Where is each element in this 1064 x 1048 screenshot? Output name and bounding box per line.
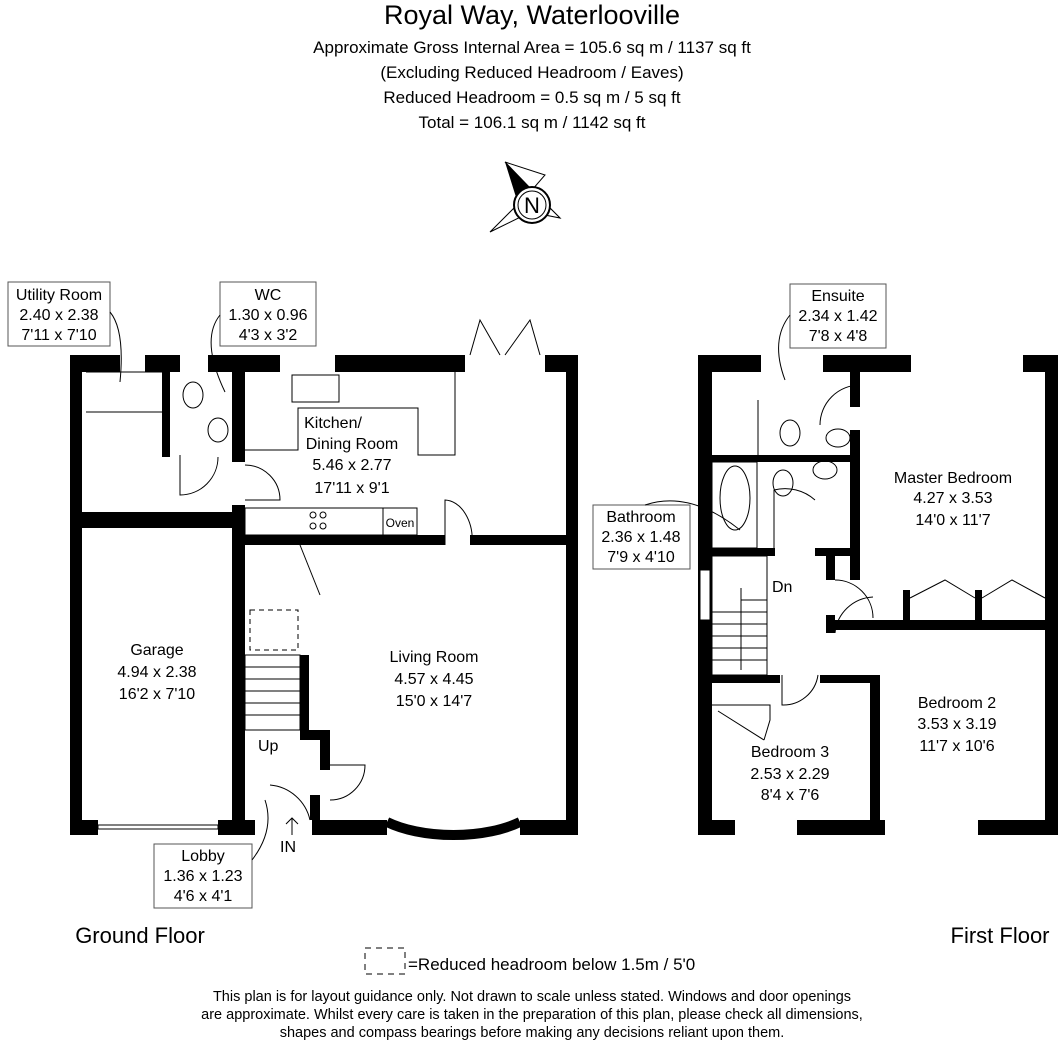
entrance-label: IN xyxy=(280,839,296,856)
svg-text:WC: WC xyxy=(255,287,282,304)
svg-text:3.53 x 3.19: 3.53 x 3.19 xyxy=(917,716,996,733)
lobby-label: Lobby 1.36 x 1.23 4'6 x 4'1 xyxy=(153,799,269,909)
first-floor-walls xyxy=(698,355,1058,835)
compass-label: N xyxy=(524,193,540,218)
bathroom-basin xyxy=(812,460,838,480)
svg-text:Bathroom: Bathroom xyxy=(606,509,675,526)
staircase xyxy=(244,654,301,731)
wc-basin xyxy=(207,417,229,443)
reduced-headroom-area: Reduced Headroom = 0.5 sq m / 5 sq ft xyxy=(383,88,681,107)
svg-text:4.57 x 4.45: 4.57 x 4.45 xyxy=(394,671,473,688)
entrance-arrow xyxy=(285,817,299,835)
ensuite-toilet xyxy=(779,419,801,447)
front-door xyxy=(269,784,311,821)
bedroom-3-label: Bedroom 3 2.53 x 2.29 8'4 x 7'6 xyxy=(750,744,829,804)
svg-text:4'3 x 3'2: 4'3 x 3'2 xyxy=(239,327,298,344)
property-title: Royal Way, Waterlooville xyxy=(383,0,681,30)
svg-text:2.36 x 1.48: 2.36 x 1.48 xyxy=(601,529,680,546)
svg-text:Kitchen/: Kitchen/ xyxy=(304,415,362,432)
svg-text:8'4 x 7'6: 8'4 x 7'6 xyxy=(761,787,820,804)
kitchen-sink xyxy=(291,374,340,403)
svg-text:2.53 x 2.29: 2.53 x 2.29 xyxy=(750,766,829,783)
master-bedroom-label: Master Bedroom 4.27 x 3.53 14'0 x 11'7 xyxy=(894,470,1012,529)
compass-north-icon: N xyxy=(489,161,562,233)
svg-text:4.27 x 3.53: 4.27 x 3.53 xyxy=(913,490,992,507)
ensuite-label: Ensuite 2.34 x 1.42 7'8 x 4'8 xyxy=(778,283,887,381)
excluding-note: (Excluding Reduced Headroom / Eaves) xyxy=(380,63,684,82)
svg-text:17'11 x 9'1: 17'11 x 9'1 xyxy=(314,480,389,497)
disclaimer-line-1: This plan is for layout guidance only. N… xyxy=(212,989,852,1005)
svg-text:Utility Room: Utility Room xyxy=(16,287,102,304)
svg-text:Master Bedroom: Master Bedroom xyxy=(894,470,1012,487)
ground-floor-label: Ground Floor xyxy=(75,923,205,948)
first-floor-fixtures xyxy=(711,384,1046,741)
oven-label: Oven xyxy=(386,516,415,530)
bathroom-toilet xyxy=(772,469,794,497)
svg-text:4'6 x 4'1: 4'6 x 4'1 xyxy=(174,888,233,905)
svg-text:Living Room: Living Room xyxy=(390,649,479,666)
svg-text:11'7 x 10'6: 11'7 x 10'6 xyxy=(919,738,994,755)
first-floor-label: First Floor xyxy=(951,923,1050,948)
bathroom-label: Bathroom 2.36 x 1.48 7'9 x 4'10 xyxy=(592,500,741,570)
reduced-headroom-area xyxy=(249,609,299,651)
bath xyxy=(719,465,751,531)
svg-text:2.40 x 2.38: 2.40 x 2.38 xyxy=(19,307,98,324)
svg-text:Ensuite: Ensuite xyxy=(811,288,864,305)
svg-text:Bedroom 2: Bedroom 2 xyxy=(918,695,996,712)
stairs-down-label: Dn xyxy=(772,579,792,596)
french-doors xyxy=(469,318,541,356)
gross-area: Approximate Gross Internal Area = 105.6 … xyxy=(313,38,751,57)
svg-text:14'0 x 11'7: 14'0 x 11'7 xyxy=(915,512,990,529)
wc-label: WC 1.30 x 0.96 4'3 x 3'2 xyxy=(210,281,317,393)
svg-text:Garage: Garage xyxy=(130,642,183,659)
svg-text:Bedroom 3: Bedroom 3 xyxy=(751,744,829,761)
svg-text:Dining Room: Dining Room xyxy=(306,436,398,453)
svg-text:5.46 x 2.77: 5.46 x 2.77 xyxy=(312,457,391,474)
total-area: Total = 106.1 sq m / 1142 sq ft xyxy=(418,113,646,132)
garage-door xyxy=(97,824,219,830)
stairs-up-label: Up xyxy=(258,738,279,755)
svg-text:1.30 x 0.96: 1.30 x 0.96 xyxy=(228,307,307,324)
utility-room-label: Utility Room 2.40 x 2.38 7'11 x 7'10 xyxy=(7,281,122,383)
garage-label: Garage 4.94 x 2.38 16'2 x 7'10 xyxy=(117,642,196,703)
ensuite-basin xyxy=(825,428,851,448)
ground-floor-walls xyxy=(70,355,578,835)
svg-text:7'11 x 7'10: 7'11 x 7'10 xyxy=(21,327,96,344)
svg-text:Lobby: Lobby xyxy=(181,848,225,865)
svg-text:7'9 x 4'10: 7'9 x 4'10 xyxy=(607,549,675,566)
kitchen-dining-label: Kitchen/ Dining Room 5.46 x 2.77 17'11 x… xyxy=(304,415,414,530)
svg-text:16'2 x 7'10: 16'2 x 7'10 xyxy=(119,686,195,703)
svg-text:2.34 x 1.42: 2.34 x 1.42 xyxy=(798,308,877,325)
svg-text:1.36 x 1.23: 1.36 x 1.23 xyxy=(163,868,242,885)
reduced-headroom-legend-swatch xyxy=(364,947,406,975)
ground-floor-fixtures xyxy=(86,318,541,852)
svg-text:4.94 x 2.38: 4.94 x 2.38 xyxy=(117,664,196,681)
disclaimer-line-3: shapes and compass bearings before makin… xyxy=(279,1025,785,1041)
first-floor-staircase xyxy=(711,555,768,676)
svg-text:15'0 x 14'7: 15'0 x 14'7 xyxy=(396,693,472,710)
wc-toilet xyxy=(182,381,204,409)
living-room-label: Living Room 4.57 x 4.45 15'0 x 14'7 xyxy=(390,649,479,710)
svg-text:7'8 x 4'8: 7'8 x 4'8 xyxy=(809,328,868,345)
reduced-headroom-legend: =Reduced headroom below 1.5m / 5'0 xyxy=(408,955,695,974)
bedroom-2-label: Bedroom 2 3.53 x 3.19 11'7 x 10'6 xyxy=(917,695,996,755)
disclaimer-line-2: are approximate. Whilst every care is ta… xyxy=(201,1007,863,1023)
